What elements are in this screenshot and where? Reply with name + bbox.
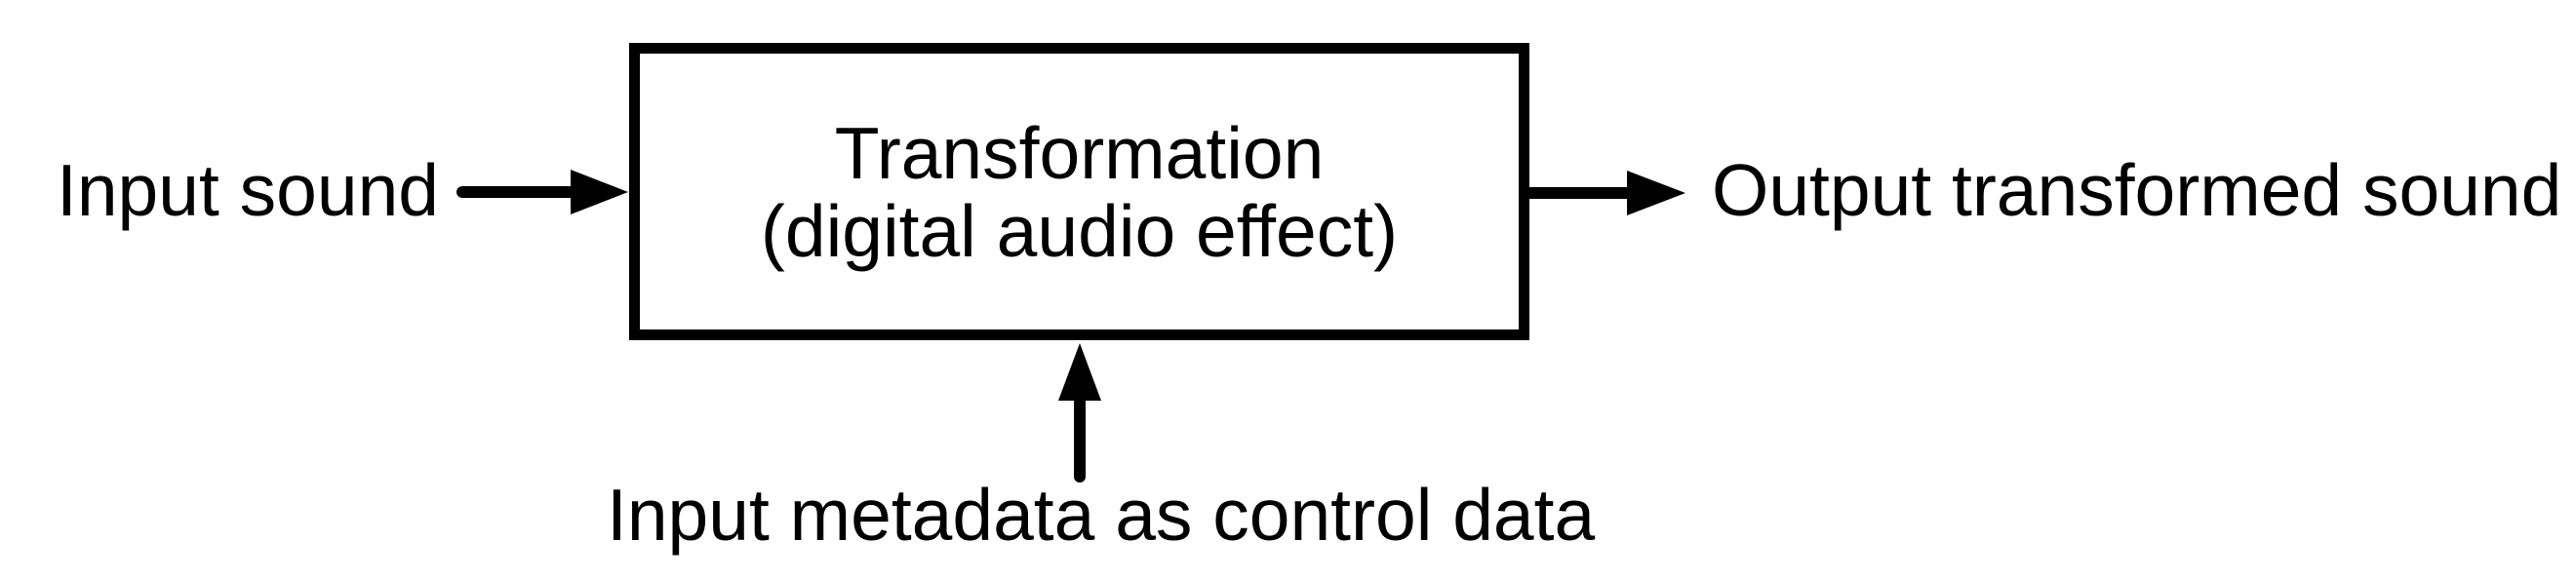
- right-arrow-icon: [1529, 171, 1685, 215]
- output-sound-label: Output transformed sound: [1712, 149, 2562, 231]
- transformation-box: Transformation (digital audio effect): [629, 43, 1529, 340]
- right-arrow-icon: [456, 170, 628, 214]
- input-sound-label: Input sound: [57, 149, 439, 231]
- control-data-label: Input metadata as control data: [607, 474, 1596, 556]
- up-arrow-icon: [1058, 343, 1101, 483]
- transformation-box-subtitle: (digital audio effect): [760, 189, 1399, 272]
- transformation-box-label: Transformation (digital audio effect): [761, 114, 1398, 270]
- transformation-box-title: Transformation: [834, 111, 1325, 194]
